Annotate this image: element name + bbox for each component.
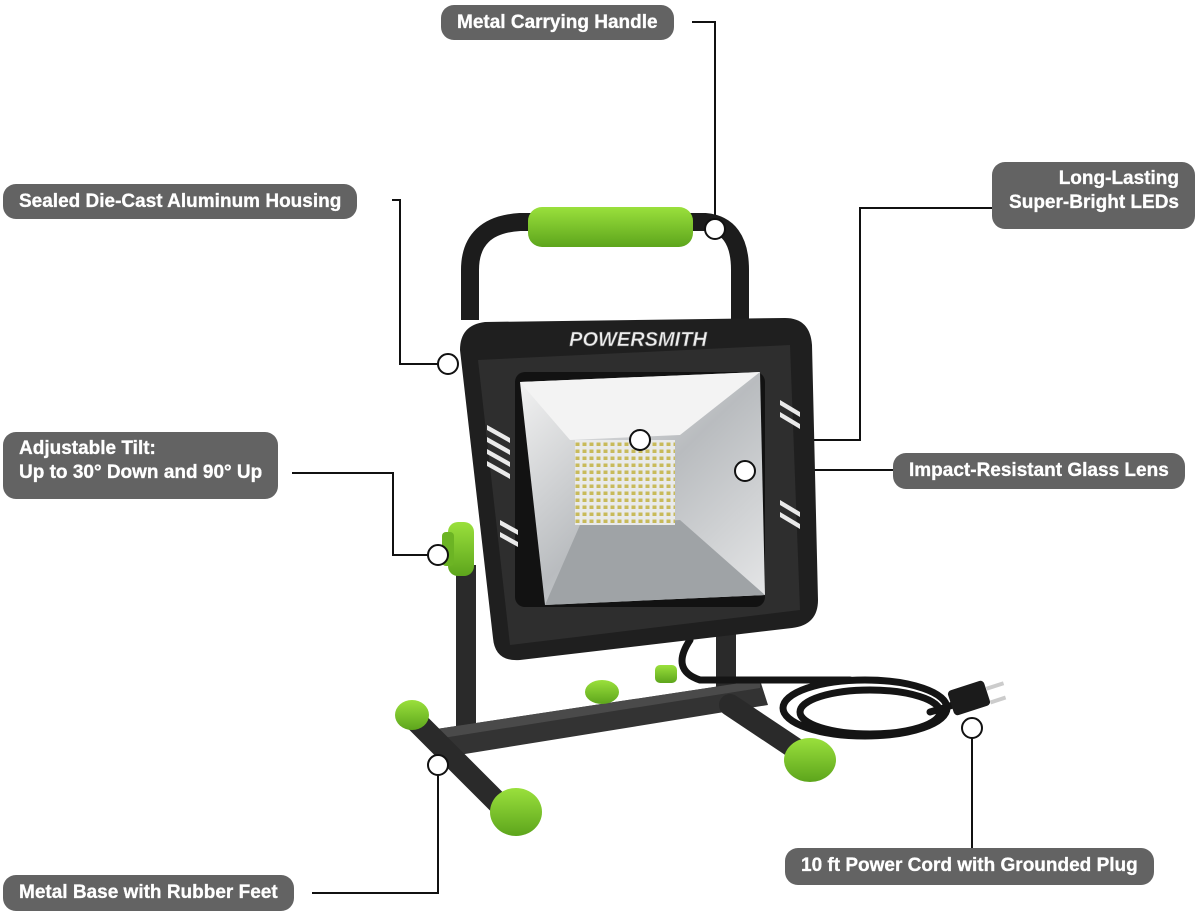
callout-sealed-housing: Sealed Die-Cast Aluminum Housing — [3, 184, 358, 219]
callout-text-line2: Up to 30° Down and 90° Up — [19, 462, 263, 483]
marker-leds — [629, 429, 651, 451]
callout-super-bright-leds: Long-Lasting Super-Bright LEDs — [992, 162, 1195, 229]
marker-handle — [704, 218, 726, 240]
callout-text: Metal Base with Rubber Feet — [19, 882, 278, 903]
led-array — [575, 440, 675, 525]
brand-logo: POWERSMITH — [569, 329, 707, 351]
marker-lens — [734, 460, 756, 482]
power-cord — [678, 636, 969, 740]
callout-text: Impact-Resistant Glass Lens — [909, 460, 1169, 481]
callout-adjustable-tilt: Adjustable Tilt: Up to 30° Down and 90° … — [3, 432, 279, 499]
carrying-handle — [461, 207, 749, 320]
callout-power-cord: 10 ft Power Cord with Grounded Plug — [785, 848, 1154, 885]
grounded-plug — [947, 680, 1007, 716]
callout-metal-carrying-handle: Metal Carrying Handle — [441, 5, 674, 40]
callout-markers — [427, 218, 983, 776]
housing-leader — [392, 199, 447, 365]
base-leader — [312, 765, 439, 894]
marker-cord — [961, 717, 983, 739]
callout-text-line1: Long-Lasting — [1058, 168, 1180, 189]
metal-base — [395, 565, 836, 836]
callout-text: Metal Carrying Handle — [457, 12, 658, 33]
leader-lines — [292, 21, 992, 894]
marker-tilt — [427, 544, 449, 566]
callout-text: 10 ft Power Cord with Grounded Plug — [801, 855, 1138, 876]
rubber-foot — [395, 665, 836, 836]
callout-glass-lens: Impact-Resistant Glass Lens — [893, 453, 1185, 489]
tilt-knob — [442, 522, 474, 576]
callout-metal-base: Metal Base with Rubber Feet — [3, 875, 294, 911]
light-housing: POWERSMITH — [460, 318, 818, 661]
callout-text-line1: Adjustable Tilt: — [19, 438, 156, 459]
tilt-leader — [292, 472, 438, 556]
callout-text: Sealed Die-Cast Aluminum Housing — [19, 191, 342, 212]
marker-housing — [437, 353, 459, 375]
marker-base — [427, 754, 449, 776]
handle-leader — [692, 21, 716, 228]
callout-text-line2: Super-Bright LEDs — [1009, 192, 1179, 213]
